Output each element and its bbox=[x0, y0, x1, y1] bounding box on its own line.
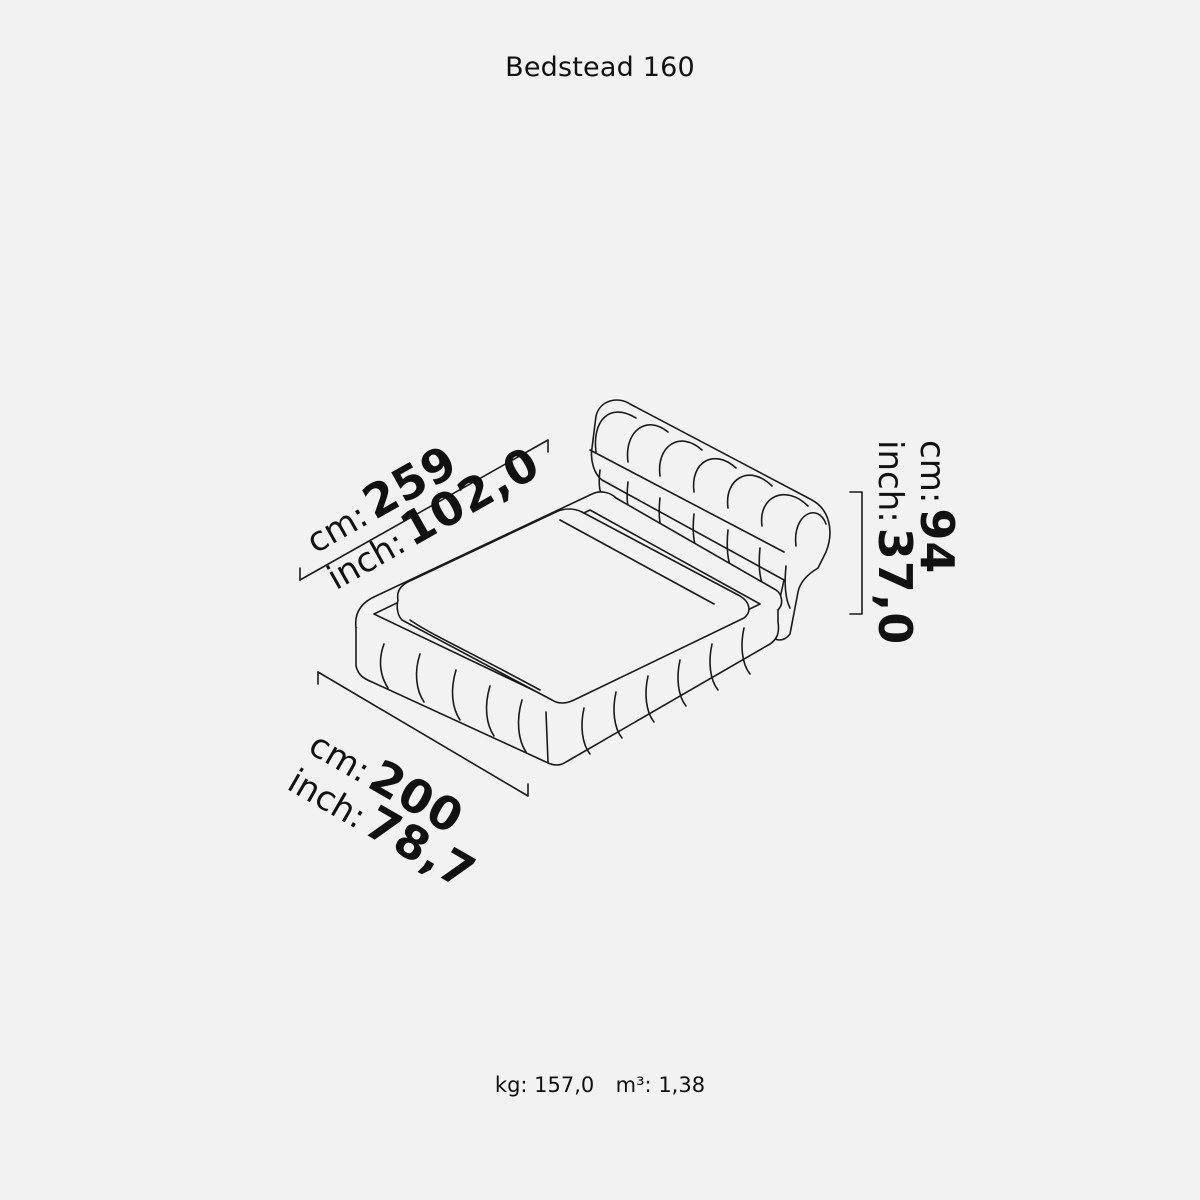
length-dimension-line bbox=[299, 439, 549, 581]
height-inch-value: 37,0 bbox=[868, 527, 922, 646]
height-cm-unit: cm: bbox=[912, 440, 952, 504]
mattress bbox=[396, 508, 750, 704]
volume-value: 1,38 bbox=[658, 1073, 706, 1097]
width-dimension-line bbox=[317, 671, 529, 797]
volume-label: m³: bbox=[615, 1073, 652, 1097]
weight-value: 157,0 bbox=[534, 1073, 595, 1097]
height-cm-row: cm: 94 bbox=[910, 440, 964, 645]
height-dimension-line bbox=[849, 491, 863, 615]
headboard bbox=[589, 399, 831, 641]
height-inch-unit: inch: bbox=[870, 440, 910, 523]
height-dimension-label: cm: 94 inch: 37,0 bbox=[868, 440, 964, 645]
height-inch-row: inch: 37,0 bbox=[868, 440, 922, 645]
weight-volume-footer: kg: 157,0 m³: 1,38 bbox=[0, 1073, 1200, 1097]
diagram-title: Bedstead 160 bbox=[505, 52, 695, 83]
weight-label: kg: bbox=[494, 1073, 528, 1097]
